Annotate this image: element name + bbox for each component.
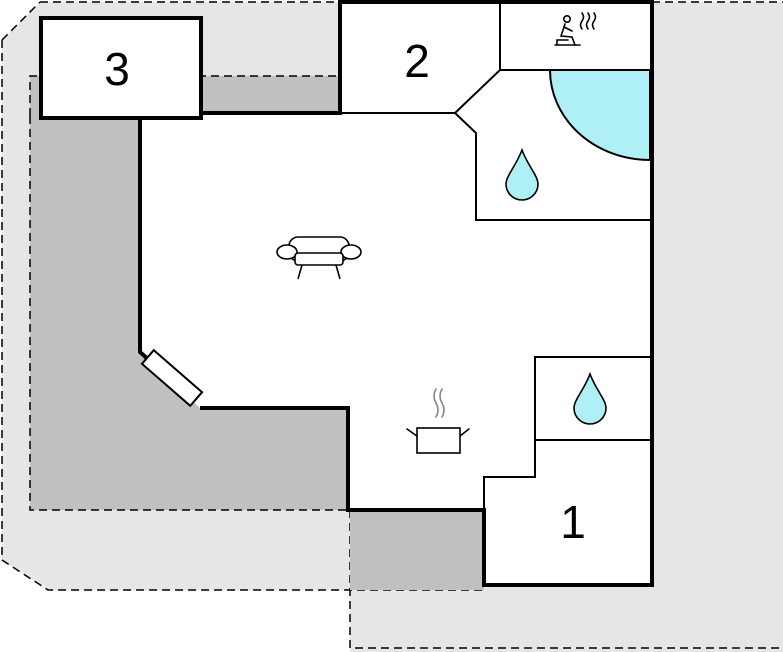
water-drop-icon xyxy=(573,371,607,425)
interior xyxy=(140,2,652,585)
sauna-icon xyxy=(554,12,597,46)
pool-icon xyxy=(548,69,651,162)
inner-walls xyxy=(340,2,652,510)
water-drop-icon xyxy=(505,147,539,201)
room-3: 3 xyxy=(39,16,203,120)
room-3-label: 3 xyxy=(104,43,130,95)
room-2-label: 2 xyxy=(404,35,430,87)
window-icon xyxy=(140,348,204,408)
room-1-label: 1 xyxy=(560,496,586,548)
cooking-pot-icon xyxy=(406,388,470,454)
sofa-icon xyxy=(276,236,362,280)
